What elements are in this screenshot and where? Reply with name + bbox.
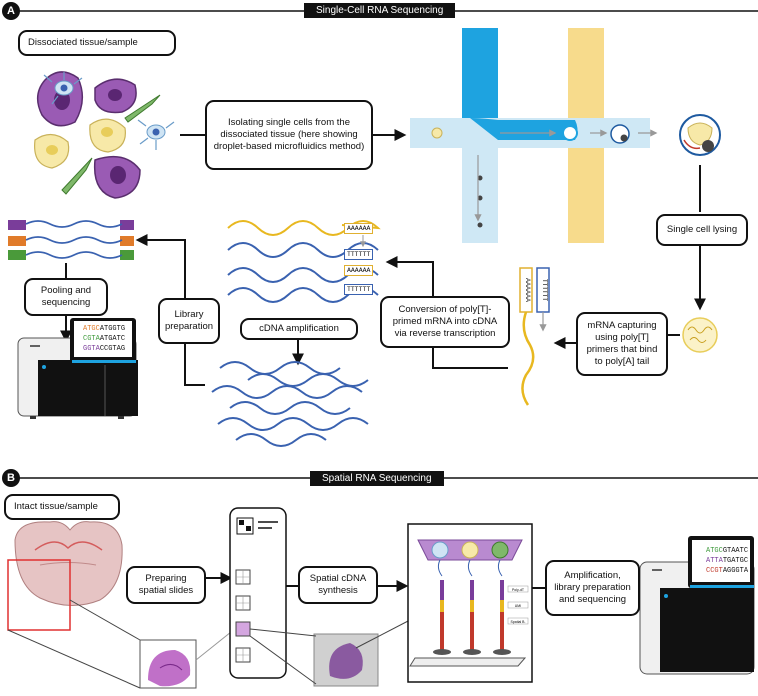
sequencer-b-reads: ATGCGTAATC ATTATGATGC CCGTAGGGTA	[706, 546, 748, 576]
capture-step-label: mRNA capturing using poly[T] primers tha…	[576, 312, 668, 376]
dissociated-sample-label: Dissociated tissue/sample	[18, 30, 176, 56]
library-step-label: Library preparation	[158, 298, 220, 344]
isolation-step-label: Isolating single cells from the dissocia…	[205, 100, 373, 170]
synthesis-step-label: Spatial cDNA synthesis	[298, 566, 378, 604]
read-prefix: CCGT	[706, 567, 723, 575]
he-stain-zoom	[7, 599, 237, 689]
sequencer-a-reads: ATGCATGGTG CGTAATGATC GGTACCGTAG	[83, 324, 125, 354]
read-prefix: ATGC	[706, 547, 723, 555]
mrna-polyt-label: TTTTTT	[541, 279, 547, 301]
read-prefix: ATTA	[706, 557, 723, 565]
droplet-cell	[679, 114, 721, 156]
read-suffix: GTAATC	[722, 547, 749, 555]
read-row: ATTATGATGC	[706, 556, 748, 566]
section-a-title: Single-Cell RNA Sequencing	[304, 3, 456, 18]
dissociated-cells-illustration	[34, 71, 175, 199]
spatial-slides	[229, 507, 287, 679]
intact-sample-label: Intact tissue/sample	[4, 494, 120, 520]
section-a-badge: A	[2, 2, 20, 20]
probe-label-spatial: Spatial B.	[511, 620, 526, 624]
amplified-cdna	[211, 361, 369, 447]
microfluidics-chip	[410, 28, 658, 243]
final-step-label: Amplification, library preparation and s…	[545, 560, 640, 616]
section-b-title: Spatial RNA Sequencing	[310, 471, 444, 486]
section-b-badge: B	[2, 469, 20, 487]
probe-panel	[407, 523, 533, 683]
conversion-step-label: Conversion of poly[T]-primed mRNA into c…	[380, 296, 510, 348]
probe-label-umi: UMI	[515, 604, 521, 608]
tissue-on-slide	[249, 619, 411, 687]
arrow-conversion-to-cdna	[432, 348, 508, 369]
read-row: CCGTAGGGTA	[706, 566, 748, 576]
sequencer-b	[639, 536, 755, 675]
read-suffix: AGGGTA	[722, 567, 749, 575]
mrna-primer-illustration	[519, 267, 550, 406]
sequencer-a	[17, 318, 138, 419]
read-row: GGTACCGTAG	[83, 344, 125, 354]
read-row: ATGCGTAATC	[706, 546, 748, 556]
read-prefix: ATGC	[83, 325, 100, 333]
library-fragments	[8, 220, 134, 260]
read-prefix: CGTA	[83, 335, 100, 343]
slides-step-label: Preparing spatial slides	[126, 566, 206, 604]
read-row: ATGCATGGTG	[83, 324, 125, 334]
arrow-conversion-up	[385, 256, 434, 296]
polyt-tag-2: TTTTTT	[344, 284, 374, 295]
read-suffix: CCGTAG	[99, 345, 126, 353]
probe-label-polydt: Poly-dT	[512, 588, 525, 592]
read-suffix: ATGATC	[99, 335, 126, 343]
read-row: CGTAATGATC	[83, 334, 125, 344]
read-prefix: GGTA	[83, 345, 100, 353]
polya-tag-2: AAAAAA	[344, 265, 374, 276]
mrna-polya-label: AAAAAA	[524, 278, 530, 302]
read-suffix: ATGGTG	[99, 325, 126, 333]
polyt-tag-1: TTTTTT	[344, 249, 374, 260]
brain-section	[7, 521, 123, 631]
lysing-step-label: Single cell lysing	[656, 214, 748, 246]
amplification-step-label: cDNA amplification	[240, 318, 358, 340]
polya-tag-1: AAAAAA	[344, 223, 374, 234]
read-suffix: TGATGC	[722, 557, 749, 565]
pooling-step-label: Pooling and sequencing	[24, 278, 108, 316]
lysate-circle	[682, 317, 718, 353]
